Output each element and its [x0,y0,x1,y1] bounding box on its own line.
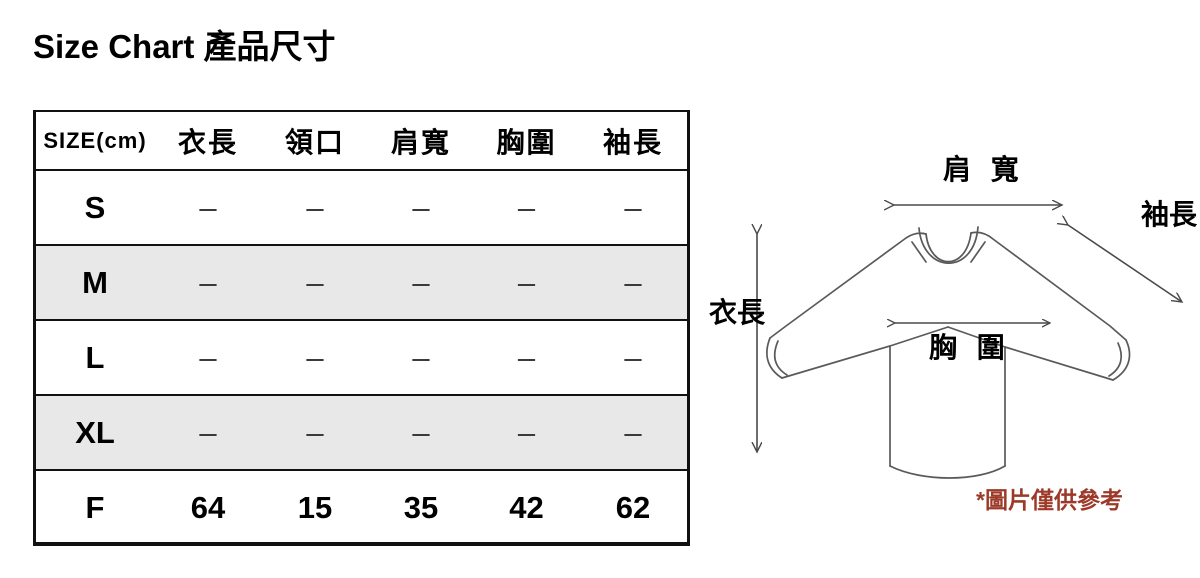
cell-sleeve-length: – [624,264,642,300]
column-header-size: SIZE(cm) [43,127,147,153]
row-size-label: F [85,490,105,525]
page-title: Size Chart 產品尺寸 [33,28,336,65]
cell-shoulder-width: 35 [403,490,439,525]
cell-body-length: – [199,414,217,450]
column-header-neck-opening: 領口 [284,126,345,158]
row-size-label: M [82,264,108,300]
column-header-shoulder-width: 肩寬 [390,126,451,158]
cell-sleeve-length: 62 [615,490,651,525]
cell-shoulder-width: – [412,189,430,225]
table-row: L – – – – – [36,320,687,395]
sleeve-length-arrow [1068,225,1182,302]
cell-neck-opening: 15 [297,490,333,525]
row-size-label: L [85,339,105,375]
size-chart-table: SIZE(cm) 衣長 領口 肩寬 胸圍 袖長 S – – – – – M – … [36,112,687,545]
cell-shoulder-width: – [412,339,430,375]
label-shoulder-width: 肩 寬 [943,154,1025,185]
table-row: M – – – – – [36,245,687,320]
row-size-label: XL [75,414,115,450]
cell-shoulder-width: – [412,264,430,300]
table-row: F 64 15 35 42 62 [36,470,687,545]
column-header-body-length: 衣長 [177,126,238,158]
cell-neck-opening: – [306,414,324,450]
row-size-label: S [84,189,106,225]
table-row: S – – – – – [36,170,687,245]
column-header-chest-width: 胸圍 [496,126,557,158]
cell-body-length: – [199,264,217,300]
cell-body-length: – [199,339,217,375]
size-chart-table-container: SIZE(cm) 衣長 領口 肩寬 胸圍 袖長 S – – – – – M – … [33,110,690,546]
cell-shoulder-width: – [412,414,430,450]
garment-measurement-diagram [690,110,1200,570]
sweatshirt-illustration-svg [690,110,1200,479]
reference-only-disclaimer: *圖片僅供參考 [976,487,1123,513]
label-chest-width: 胸 圍 [929,332,1011,363]
cell-chest-width: – [517,189,536,225]
cell-chest-width: – [517,339,536,375]
label-body-length: 衣長 [709,297,766,328]
cell-neck-opening: – [306,189,324,225]
cell-body-length: – [199,189,217,225]
cell-neck-opening: – [306,339,324,375]
cell-chest-width: – [517,264,536,300]
label-sleeve-length: 袖長 [1141,199,1198,230]
cell-body-length: 64 [190,490,226,525]
cell-chest-width: 42 [509,490,544,525]
table-row: XL – – – – – [36,395,687,470]
table-header-row: SIZE(cm) 衣長 領口 肩寬 胸圍 袖長 [36,112,687,170]
cell-neck-opening: – [306,264,324,300]
column-header-sleeve-length: 袖長 [602,126,663,158]
cell-sleeve-length: – [624,339,642,375]
cell-sleeve-length: – [624,414,642,450]
cell-chest-width: – [517,414,536,450]
cell-sleeve-length: – [624,189,642,225]
sweatshirt-outline [766,226,1131,479]
